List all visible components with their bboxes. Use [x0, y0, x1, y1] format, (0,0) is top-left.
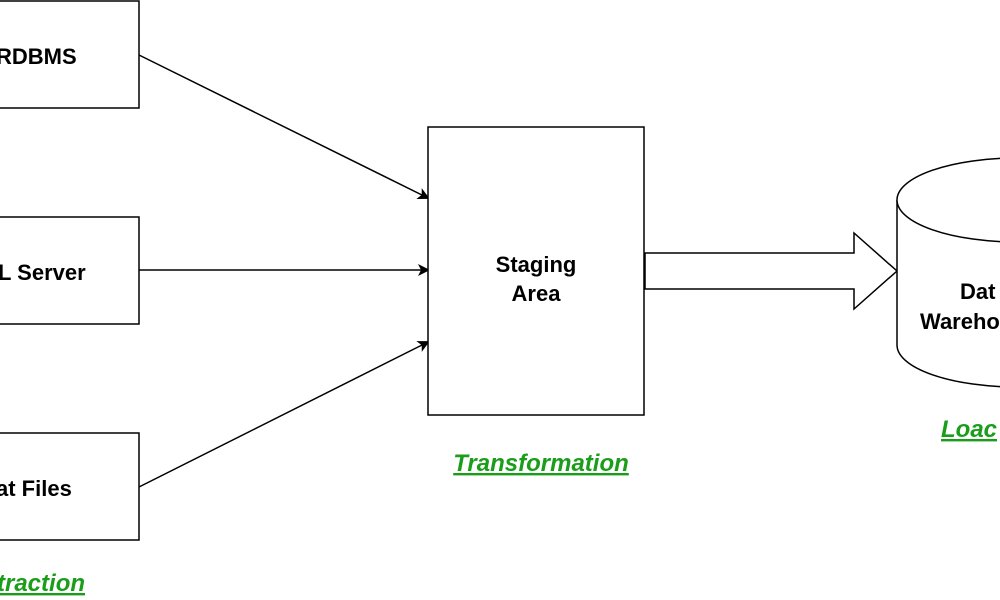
staging-label-line2: Area: [512, 281, 562, 306]
source-label-flat-files: at Files: [0, 476, 72, 501]
source-box-rdbms: RDBMS: [0, 0, 140, 109]
arrow-flat-files-to-staging: [138, 341, 430, 488]
source-label-sql-server: L Server: [0, 260, 86, 285]
phase-label-extraction: traction: [0, 570, 85, 597]
source-box-flat-files: at Files: [0, 432, 140, 541]
arrow-rdbms-to-staging: [138, 54, 430, 199]
data-warehouse-cylinder: Dat Wareho: [896, 157, 1000, 388]
staging-area-box: Staging Area: [427, 126, 645, 416]
source-box-sql-server: L Server: [0, 216, 140, 325]
source-label-rdbms: RDBMS: [0, 44, 77, 69]
warehouse-label-line2: Wareho: [920, 309, 1000, 334]
phase-label-transformation: Transformation: [453, 450, 629, 477]
phase-label-load: Loac: [941, 416, 997, 443]
warehouse-label-line1: Dat: [960, 279, 996, 304]
block-arrow-staging-to-warehouse: [644, 231, 899, 311]
staging-label-line1: Staging: [496, 252, 577, 277]
